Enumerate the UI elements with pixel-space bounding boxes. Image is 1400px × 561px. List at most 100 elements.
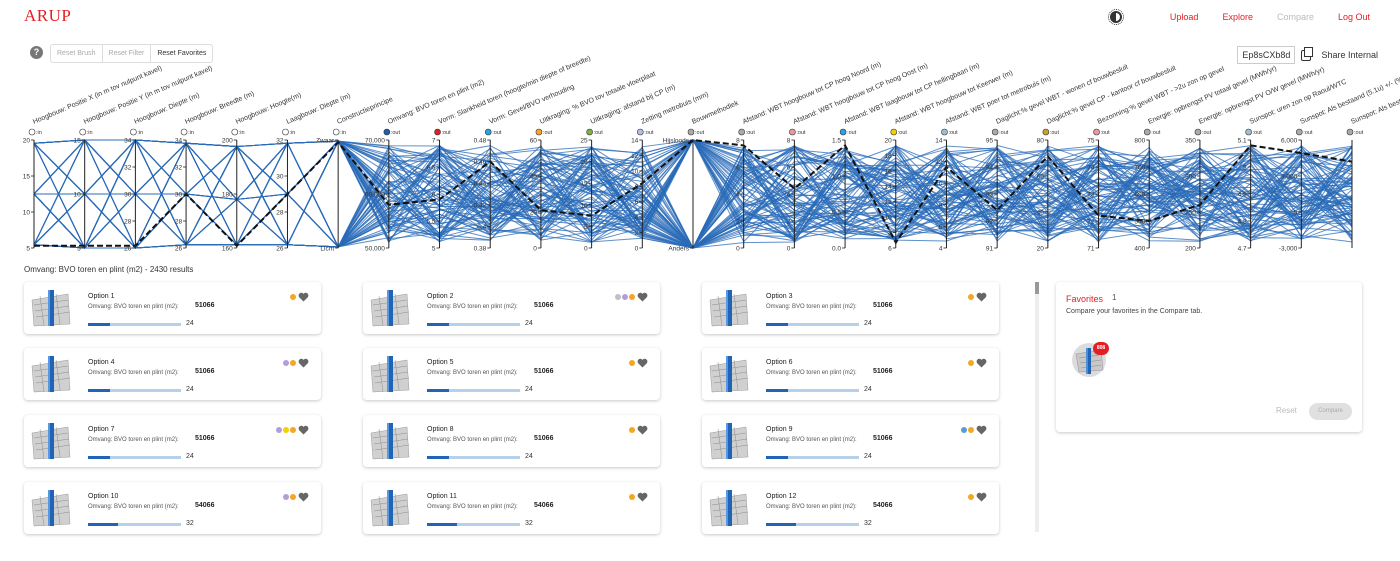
pcp-axis-tag: :out xyxy=(391,130,401,136)
pcp-tick-label: 6 xyxy=(635,199,639,206)
pcp-tick-label: 71 xyxy=(1087,246,1095,253)
option-metric-label: Omvang: BVO toren en plint (m2): xyxy=(766,304,857,310)
copy-icon[interactable] xyxy=(1301,46,1314,61)
share-code-field[interactable]: Ep8sCXb8d xyxy=(1237,46,1296,64)
option-thumbnail[interactable] xyxy=(30,286,72,330)
favorite-heart-icon[interactable] xyxy=(637,492,648,502)
nav-upload[interactable]: Upload xyxy=(1169,12,1199,22)
option-thumbnail[interactable] xyxy=(708,486,750,530)
pcp-tick-label: 15 xyxy=(73,138,81,145)
option-thumbnail[interactable] xyxy=(30,486,72,530)
reset-brush-button[interactable]: Reset Brush xyxy=(51,45,103,62)
pcp-tick-label: 200 xyxy=(1185,246,1196,253)
pcp-axis-dot xyxy=(991,128,999,136)
tag-dot xyxy=(290,494,296,500)
theme-toggle-icon[interactable] xyxy=(1107,9,1124,25)
option-thumbnail[interactable] xyxy=(30,419,72,463)
pcp-axis-dot xyxy=(180,128,188,136)
option-thumbnail[interactable] xyxy=(369,419,411,463)
arup-logo[interactable]: ARUP xyxy=(24,6,72,25)
favorite-heart-icon[interactable] xyxy=(298,358,309,368)
results-scrollbar[interactable] xyxy=(1035,282,1039,532)
option-thumbnail[interactable] xyxy=(369,352,411,396)
reset-favorites-button[interactable]: Reset Favorites xyxy=(157,50,207,57)
pcp-tick-label: 10 xyxy=(935,181,943,188)
favorite-heart-icon[interactable] xyxy=(298,292,309,302)
reset-button-group: Reset Brush Reset Filter Reset Favorites xyxy=(50,44,214,63)
favorite-heart-icon[interactable] xyxy=(298,425,309,435)
favorite-heart-icon[interactable] xyxy=(976,358,987,368)
option-tag-dots xyxy=(615,294,635,300)
nav-explore[interactable]: Explore xyxy=(1222,12,1253,22)
option-tag-dots xyxy=(629,360,635,366)
pcp-axis-dot xyxy=(383,128,391,136)
option-tag-dots xyxy=(629,427,635,433)
pcp-axis-dot xyxy=(890,128,898,136)
pcp-axis-dot xyxy=(637,128,644,136)
option-thumbnail[interactable] xyxy=(369,286,411,330)
tag-dot xyxy=(276,427,282,433)
favorite-badge[interactable]: 808 xyxy=(1093,342,1109,355)
pcp-tick-label: 7 xyxy=(432,138,436,145)
pcp-tick-label: 92 xyxy=(986,219,994,226)
pcp-tick-label: 5 xyxy=(1243,165,1247,172)
help-icon[interactable]: ? xyxy=(30,46,43,59)
nav-compare[interactable]: Compare xyxy=(1276,12,1314,22)
pcp-tick-label: 0.46 xyxy=(474,159,487,166)
favorite-heart-icon[interactable] xyxy=(298,492,309,502)
tag-dot xyxy=(968,294,974,300)
pcp-axis-tag: :out xyxy=(594,130,604,136)
option-metric-value: 51066 xyxy=(195,302,215,309)
pcp-axis-dot xyxy=(839,128,847,136)
option-progress-fill xyxy=(766,523,796,526)
pcp-axis-dot xyxy=(1245,128,1252,136)
pcp-axis-dot xyxy=(1194,128,1202,136)
favorite-heart-icon[interactable] xyxy=(976,492,987,502)
pcp-axis-tag: :out xyxy=(695,130,705,136)
pcp-tick-label: 0 xyxy=(533,246,537,253)
favorite-heart-icon[interactable] xyxy=(976,292,987,302)
pcp-tick-label: 20 xyxy=(1037,246,1045,253)
share-internal-button[interactable]: Share Internal xyxy=(1321,50,1378,60)
favorites-reset-button[interactable]: Reset xyxy=(1276,406,1297,415)
favorite-heart-icon[interactable] xyxy=(976,425,987,435)
pcp-axis-tag: :in xyxy=(188,130,194,136)
nav-logout[interactable]: Log Out xyxy=(1337,12,1370,22)
favorites-compare-button[interactable]: Compare xyxy=(1309,403,1352,420)
results-scrollbar-thumb[interactable] xyxy=(1035,282,1039,294)
option-progress-bar xyxy=(427,456,520,459)
option-progress-fill xyxy=(88,456,111,459)
pcp-tick-label: 93 xyxy=(986,192,994,199)
option-progress-value: 24 xyxy=(525,453,533,460)
option-thumbnail[interactable] xyxy=(708,419,750,463)
favorite-heart-icon[interactable] xyxy=(637,358,648,368)
pcp-tick-label: 12 xyxy=(631,153,639,160)
favorite-heart-icon[interactable] xyxy=(637,425,648,435)
pcp-tick-label: 74 xyxy=(1087,165,1095,172)
favorite-heart-icon[interactable] xyxy=(637,292,648,302)
pcp-tick-label: 300 xyxy=(1185,174,1196,181)
reset-filter-button[interactable]: Reset Filter xyxy=(103,45,152,62)
tag-dot xyxy=(629,494,635,500)
option-thumbnail[interactable] xyxy=(708,286,750,330)
pcp-tick-label: 60,000 xyxy=(365,192,385,199)
option-thumbnail[interactable] xyxy=(30,352,72,396)
tag-dot xyxy=(290,427,296,433)
option-metric-label: Omvang: BVO toren en plint (m2): xyxy=(766,437,857,443)
option-thumbnail[interactable] xyxy=(369,486,411,530)
pcp-tick-label: 5.5 xyxy=(426,219,435,226)
option-thumbnail[interactable] xyxy=(708,352,750,396)
